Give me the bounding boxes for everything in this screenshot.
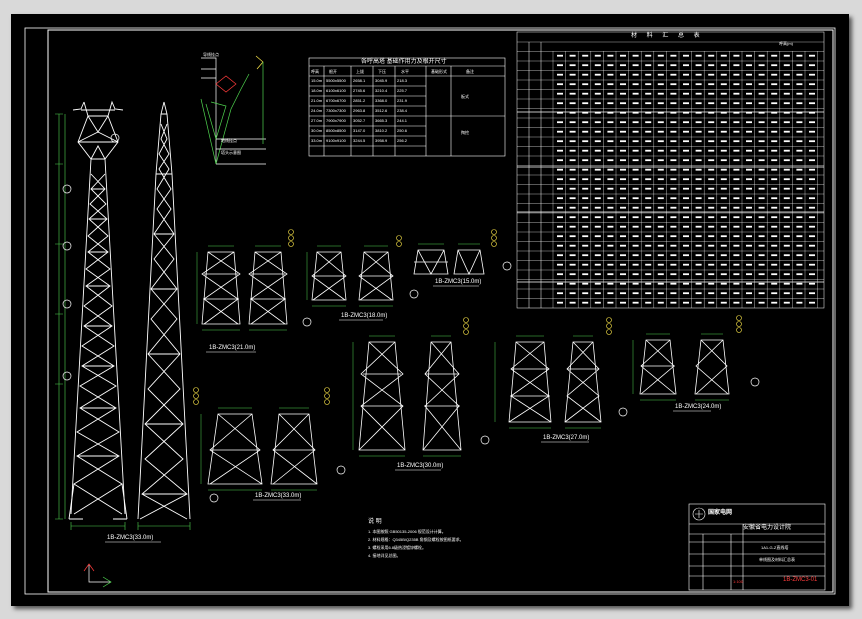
drawing-number: 1B-ZMC3-01: [783, 577, 818, 583]
scale: 1:100: [733, 579, 744, 584]
mid-table-cell: 3810.2: [375, 128, 388, 133]
view-label-33m: 1B-ZMC3(33.0m): [255, 493, 302, 499]
inner-border: [47, 29, 834, 593]
mid-table-cell: 2745.6: [353, 88, 366, 93]
view-label-24m: 1B-ZMC3(24.0m): [675, 404, 722, 410]
mid-table-header: 呼高: [311, 69, 319, 74]
mid-table-cell: 2851.2: [353, 98, 366, 103]
logo-text: 国家电网: [708, 510, 733, 516]
view-label-27m: 1B-ZMC3(27.0m): [543, 435, 590, 441]
title-block: [688, 503, 826, 591]
notes-item-2: 2. 材料规格：Q345B/Q235B 角钢及螺栓按图纸要求。: [368, 537, 464, 542]
connector-stacks: [193, 229, 742, 405]
segment-33m: [207, 413, 318, 485]
mid-table-cell: 250.6: [397, 128, 408, 133]
material-table: [516, 31, 825, 309]
mid-table-cell: 244.1: [397, 118, 408, 123]
material-table-title: 材 料 汇 总 表: [631, 33, 704, 39]
mid-table-cell: 21.0m: [311, 98, 323, 103]
mid-table-cell: 3210.4: [375, 88, 388, 93]
view-label-30m: 1B-ZMC3(30.0m): [397, 463, 444, 469]
mid-table-title: 各呼高塔 基础作用力及根开尺寸: [361, 59, 447, 65]
mid-table-cell: 15.0m: [311, 78, 323, 83]
mid-table-cell: 8500x8500: [326, 128, 346, 133]
mid-table-foundation-b: 掏挖: [461, 130, 469, 135]
view-label-18m: 1B-ZMC3(18.0m): [341, 313, 388, 319]
mid-table-cell: 5500x5500: [326, 78, 346, 83]
mid-table-header: 上拔: [356, 69, 364, 74]
foundation-table: [308, 57, 506, 157]
institute-name: 安徽省电力设计院: [743, 525, 792, 531]
mid-table-cell: 231.9: [397, 98, 408, 103]
mid-table-cell: 225.7: [397, 88, 408, 93]
mid-table-cell: 7300x7300: [326, 108, 346, 113]
mid-table-header: 基础形式: [431, 69, 447, 74]
mid-table-cell: 3665.3: [375, 118, 388, 123]
notes-item-4: 4. 接地详见总图。: [368, 553, 401, 558]
view-label-15m: 1B-ZMC3(15.0m): [435, 279, 482, 285]
mid-table-header: 下压: [378, 69, 386, 74]
height-dimension-main: [55, 113, 66, 520]
segment-15m: [413, 249, 485, 275]
mid-table-cell: 3512.6: [375, 108, 388, 113]
mid-table-cell: 6700x6700: [326, 98, 346, 103]
mid-table-cell: 6100x6100: [326, 88, 346, 93]
notes-item-3: 3. 螺栓采用6.8级热浸镀锌螺栓。: [368, 545, 427, 550]
segment-30m: [358, 341, 462, 451]
mid-table-header: 根开: [329, 69, 337, 74]
segment-markers: [62, 133, 120, 381]
label-underlines: [105, 285, 711, 543]
mid-table-cell: 218.3: [397, 78, 408, 83]
mid-table-cell: 30.0m: [311, 128, 323, 133]
segment-24m: [639, 339, 730, 395]
drawing-title: 单线图及材料汇总表: [759, 557, 795, 562]
mid-table-cell: 18.0m: [311, 88, 323, 93]
mid-table-cell: 3147.0: [353, 128, 366, 133]
segment-18m: [311, 251, 394, 301]
segment-dims: [196, 243, 729, 491]
outer-border: [24, 27, 836, 595]
schematic-label-detail: 塔头示意图: [221, 150, 241, 155]
mid-table-cell: 9100x9100: [326, 138, 346, 143]
project-line: 1A1-G-Z直线塔: [761, 545, 789, 550]
main-tower-side: [137, 101, 191, 520]
cad-drawing: [24, 27, 836, 595]
mid-table-header: 备注: [466, 69, 474, 74]
mid-table-cell: 3958.9: [375, 138, 388, 143]
mid-table-cell: 7900x7900: [326, 118, 346, 123]
material-table-subtitle: 呼高(m): [779, 41, 793, 46]
segment-27m: [508, 341, 602, 423]
drawing-sheet: 各呼高塔 基础作用力及根开尺寸 板式 掏挖 材 料 汇 总 表 呼高(m) 导线…: [11, 14, 849, 606]
notes-heading: 说 明: [368, 519, 382, 525]
mid-table-cell: 238.4: [397, 108, 408, 113]
view-label-21m: 1B-ZMC3(21.0m): [209, 345, 256, 351]
schematic-label-b: 地线挂点: [221, 138, 237, 143]
main-tower-front: [68, 100, 128, 520]
base-dimensions: [70, 522, 191, 530]
mid-table-cell: 2963.8: [353, 108, 366, 113]
mid-table-cell: 33.0m: [311, 138, 323, 143]
mid-table-cell: 2658.1: [353, 78, 366, 83]
schematic-label-a: 导线挂点: [203, 52, 219, 57]
mid-table-cell: 3045.9: [375, 78, 388, 83]
mid-table-foundation-a: 板式: [461, 94, 469, 99]
hardware-schematic: [200, 55, 266, 165]
notes-item-1: 1. 本图按照 GB50135-2006 规范设计计算。: [368, 529, 446, 534]
mid-table-cell: 256.2: [397, 138, 408, 143]
mid-table-cell: 27.0m: [311, 118, 323, 123]
segment-21m: [201, 251, 288, 325]
segment-drawings: [201, 249, 730, 485]
axis-symbol: [83, 563, 112, 588]
mid-table-cell: 24.0m: [311, 108, 323, 113]
view-label-main: 1B-ZMC3(33.0m): [107, 535, 154, 541]
mid-table-cell: 3052.7: [353, 118, 366, 123]
segment-markers-small: [209, 261, 760, 503]
mid-table-header: 水平: [401, 69, 409, 74]
mid-table-cell: 3368.0: [375, 98, 388, 103]
mid-table-cell: 3244.5: [353, 138, 366, 143]
